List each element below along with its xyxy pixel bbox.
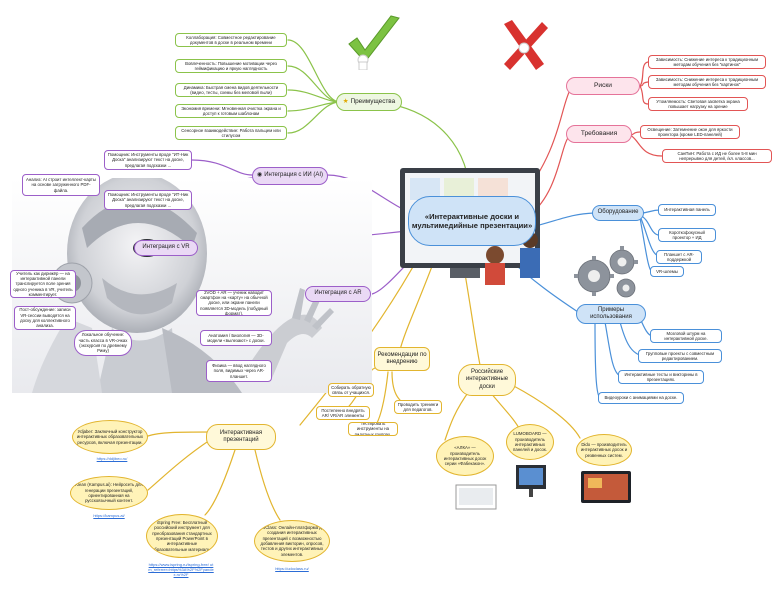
equipment-item[interactable]: Планшет с AR-поддержкой bbox=[656, 250, 702, 264]
check-mark-icon bbox=[348, 15, 400, 71]
recommendation-item[interactable]: Постепенно внедрять AR/ VR/AR элементы bbox=[316, 406, 370, 420]
equipment-item[interactable]: VR-шлемы bbox=[650, 266, 684, 277]
branch-risks[interactable]: Риски bbox=[566, 77, 640, 95]
risk-item[interactable]: Зависимость: Снижение интереса к традици… bbox=[648, 55, 766, 69]
recommendation-item[interactable]: Проводить тренинги для педагогов. bbox=[394, 400, 442, 414]
example-item[interactable]: Групповые проекты с совместным редактиро… bbox=[638, 349, 722, 363]
cross-mark-icon bbox=[504, 20, 548, 70]
branch-recommendations[interactable]: Рекомендации по внедрению bbox=[374, 347, 430, 371]
ar-item[interactable]: 2VOD + AR — ученик наводит смартфон на «… bbox=[196, 290, 272, 316]
board-photo-lumoboard bbox=[515, 464, 547, 498]
risk-item[interactable]: Зависимость: Снижение интереса к традици… bbox=[648, 75, 766, 89]
requirement-item[interactable]: СанПиН: Работа с ИД не более 5-8 мин неп… bbox=[662, 149, 772, 163]
robot-face-icon: ◉ bbox=[256, 172, 263, 179]
branch-ai[interactable]: ◉ Интеграция с ИИ (AI) bbox=[252, 167, 328, 185]
vr-item[interactable]: Учитель как дирижёр — на интерактивной п… bbox=[10, 270, 76, 298]
vr-item[interactable]: Локальное обучение: часть класса в VR-оч… bbox=[74, 330, 132, 356]
example-item[interactable]: Мозговой штурм на интерактивной доске. bbox=[650, 329, 722, 343]
star-icon: ★ bbox=[342, 98, 349, 105]
branch-ar[interactable]: Интеграция с AR bbox=[305, 286, 371, 302]
presentation-item[interactable]: iSpring Free: Бесплатный российский инст… bbox=[146, 514, 218, 558]
gears-picture bbox=[570, 240, 642, 302]
equipment-item[interactable]: Короткофокусный проектор + ИД bbox=[658, 228, 716, 242]
presentation-item[interactable]: Klean (Kampus.ai): Нейросеть для генерац… bbox=[70, 476, 148, 510]
presentation-link[interactable]: https://kampus.ai/ bbox=[93, 513, 125, 518]
branch-vr[interactable]: Интеграция с VR bbox=[134, 240, 198, 256]
recommendation-item[interactable]: Тестировать инструменты на пилотных груп… bbox=[348, 422, 398, 436]
board-photo-icon bbox=[455, 484, 497, 510]
advantage-item[interactable]: Вовлеченность: Повышение мотивации через… bbox=[175, 59, 287, 73]
center-topic[interactable]: «Интерактивные доски и мультимедийные пр… bbox=[408, 196, 536, 246]
board-photo-icon bbox=[581, 471, 631, 503]
branch-advantages-label: Преимущества bbox=[350, 98, 396, 105]
advantage-item[interactable]: Коллаборация: Совместное редактирование … bbox=[175, 33, 287, 47]
ar-item[interactable]: Физика — ввод наглядного поля, видимых ч… bbox=[206, 360, 272, 382]
equipment-item[interactable]: Интерактивная панель bbox=[658, 204, 716, 216]
branch-examples[interactable]: Примеры использования bbox=[576, 304, 646, 324]
branch-advantages[interactable]: ★ Преимущества bbox=[336, 93, 402, 111]
russian-board-item[interactable]: Dido — производитель интерактивных досок… bbox=[576, 434, 632, 466]
board-photo-alka bbox=[455, 484, 497, 510]
branch-requirements[interactable]: Требования bbox=[566, 125, 632, 143]
ar-item[interactable]: Анатомия / Биология — 3D-модели «вылезаю… bbox=[200, 330, 272, 346]
recommendation-item[interactable]: Собирать обратную связь от учащихся. bbox=[328, 383, 374, 397]
board-photo-icon bbox=[516, 465, 546, 497]
presentation-link[interactable]: https://udoclass.ru/ bbox=[275, 566, 309, 571]
example-item[interactable]: Видеоуроки с анимациями на доске. bbox=[598, 392, 684, 404]
branch-presentations[interactable]: Интерактивная презентаций bbox=[206, 424, 276, 450]
advantage-item[interactable]: Экономия времени: Мгновенная очистка экр… bbox=[175, 104, 287, 118]
ai-item[interactable]: Помощник: Инструменты вроде "ИТ-Ник Доск… bbox=[104, 150, 192, 170]
check-mark-picture bbox=[345, 14, 403, 71]
advantage-item[interactable]: Сенсорное взаимодействие: Работа пальцем… bbox=[175, 126, 287, 140]
gears-icon bbox=[574, 246, 638, 298]
presentation-item[interactable]: Уdjaber: Заключный конструктор интеракти… bbox=[72, 420, 148, 454]
requirement-item[interactable]: Освещение: Затемнение окон для яркости п… bbox=[640, 125, 740, 139]
advantage-item[interactable]: Динамика: Быстрая смена видов деятельнос… bbox=[175, 83, 287, 97]
branch-ai-label: Интеграция с ИИ (AI) bbox=[264, 172, 324, 179]
ai-item[interactable]: Помощник: Инструменты вроде "ИТ-Ник Доск… bbox=[104, 190, 192, 210]
branch-russian-boards[interactable]: Российские интерактивные доски bbox=[458, 364, 516, 396]
board-photo-dido bbox=[580, 470, 632, 504]
example-item[interactable]: Интерактивные тесты и викторины в презен… bbox=[618, 370, 704, 384]
presentation-link[interactable]: https://www.ispring.ru/ispring-free/ utm… bbox=[148, 562, 214, 577]
presentation-item[interactable]: UdoClass: Онлайн-платформа для создания … bbox=[254, 520, 330, 562]
branch-equipment[interactable]: Оборудование bbox=[592, 205, 644, 221]
cross-mark-picture bbox=[498, 18, 550, 74]
russian-board-item[interactable]: «АЛКА» — производитель интерактивных дос… bbox=[436, 436, 494, 476]
presentation-link[interactable]: https://ddjibeo.ru/ bbox=[96, 456, 128, 461]
ai-item[interactable]: Анализ: AI строит интеллект-карты на осн… bbox=[22, 174, 100, 196]
risk-item[interactable]: Утомляемость: Световая засветка экрана п… bbox=[648, 97, 748, 111]
russian-board-item[interactable]: LUMOBOARD — производитель интерактивных … bbox=[506, 424, 554, 460]
vr-item[interactable]: Пост-обсуждение: записи VR-сессии выводя… bbox=[14, 306, 76, 330]
